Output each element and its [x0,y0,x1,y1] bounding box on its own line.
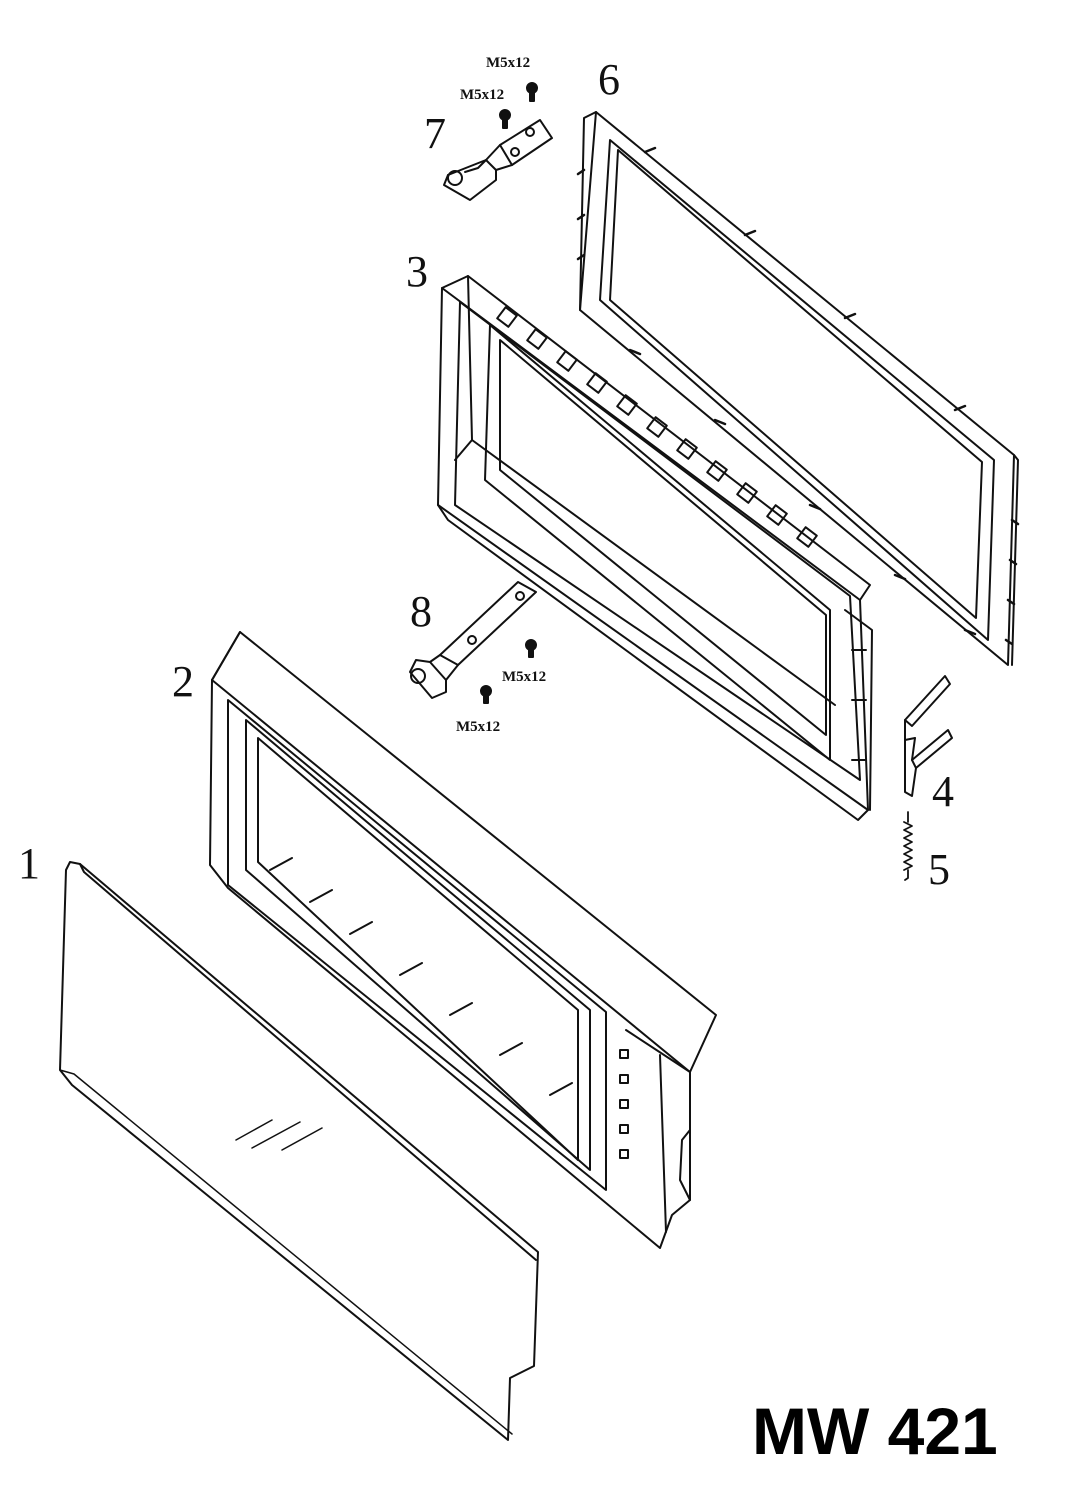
part-3-inner-chassis [437,275,873,821]
screw-label: M5x12 [460,87,505,103]
part-number-6: 6 [598,55,620,104]
part-number-7: 7 [424,109,446,158]
part-4-latch [904,675,953,797]
part-8-lower-hinge [409,581,537,704]
part-2-door-frame [209,631,717,1249]
part-number-8: 8 [410,587,432,636]
screw-label: M5x12 [502,669,547,685]
part-number-1: 1 [18,839,40,888]
part-1-glass-panel [59,861,539,1441]
part-number-3: 3 [406,247,428,296]
part-7-upper-hinge [443,82,553,201]
part-number-5: 5 [928,845,950,894]
part-number-2: 2 [172,657,194,706]
part-number-4: 4 [932,767,954,816]
screw-label: M5x12 [486,55,531,71]
model-label: MW 421 [752,1394,998,1468]
part-5-spring [903,811,913,881]
part-6-choke-frame [576,111,1020,666]
screw-label: M5x12 [456,719,501,735]
